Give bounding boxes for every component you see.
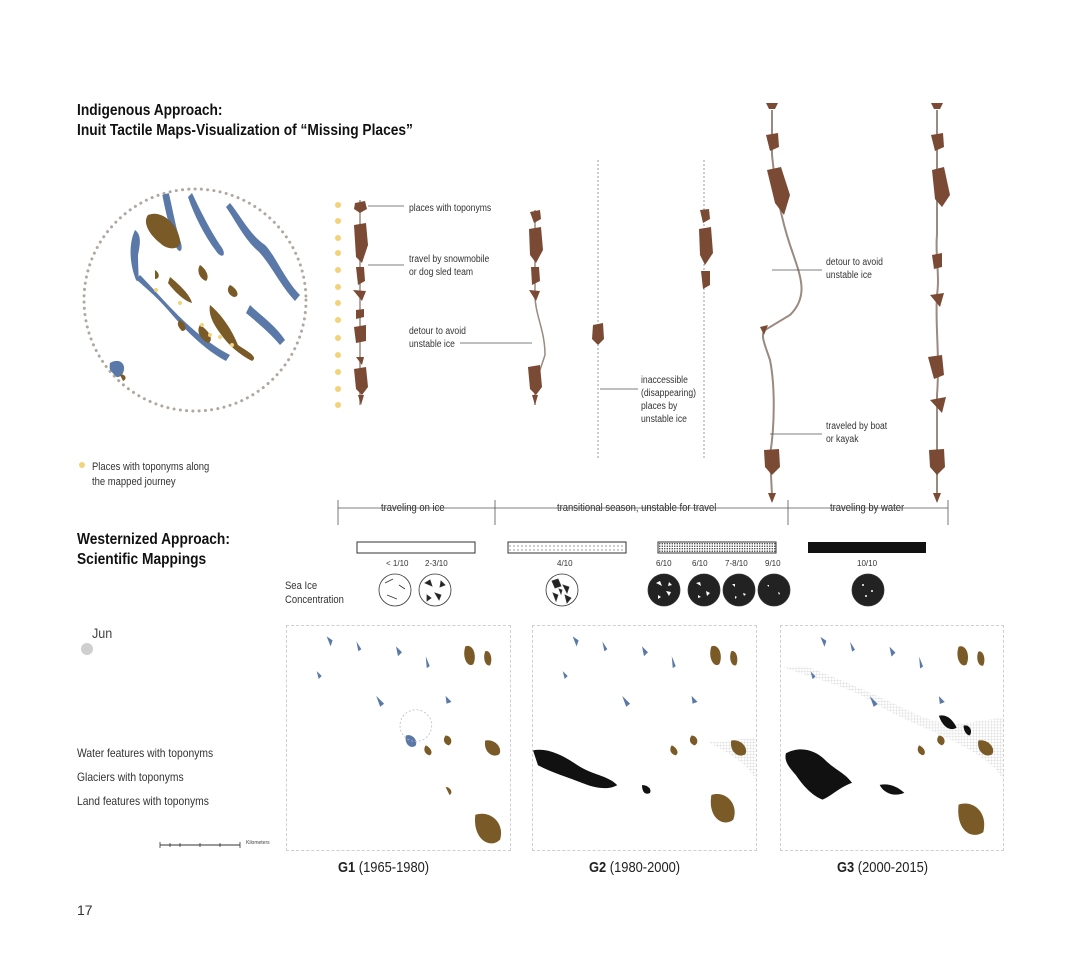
conc-label-2: 2-3/10 <box>425 559 448 568</box>
conc-label-5: 6/10 <box>692 559 708 568</box>
legend-water-features: Water features with toponyms <box>77 746 214 760</box>
route-3-place <box>592 323 604 345</box>
period-g3: G3 (2000-2015) <box>837 859 928 876</box>
month-dot-icon <box>81 643 93 655</box>
leader-lines <box>368 205 822 435</box>
annotation-boat: traveled by boat or kayak <box>826 421 888 445</box>
annotation-detour-1: detour to avoid unstable ice <box>409 326 466 350</box>
annotation-detour-2: detour to avoid unstable ice <box>826 257 883 281</box>
annotation-travel: travel by snowmobile or dog sled team <box>409 254 490 278</box>
annotation-places: places with toponyms <box>409 203 492 214</box>
conc-label-8: 10/10 <box>857 559 878 568</box>
period-g2-code: G2 <box>589 859 607 876</box>
map-g1 <box>286 625 511 851</box>
toponym-dot-legend: Places with toponyms along the mapped jo… <box>92 461 210 488</box>
period-g2-range: (1980-2000) <box>609 859 681 876</box>
route-1 <box>353 200 368 405</box>
route-4 <box>699 209 713 289</box>
period-g2: G2 (1980-2000) <box>589 859 680 876</box>
map-g3 <box>780 625 1004 851</box>
scale-bar <box>159 842 241 848</box>
conc-label-3: 4/10 <box>557 559 573 568</box>
period-g1-range: (1965-1980) <box>358 859 430 876</box>
season-on-ice: traveling on ice <box>381 502 445 514</box>
conc-label-1: < 1/10 <box>386 559 409 568</box>
indigenous-title-line2: Inuit Tactile Maps-Visualization of “Mis… <box>77 122 413 139</box>
period-g1: G1 (1965-1980) <box>338 859 429 876</box>
sea-ice-label: Sea Ice Concentration <box>285 580 344 606</box>
page-number: 17 <box>77 902 93 918</box>
conc-label-4: 6/10 <box>656 559 672 568</box>
month-label: Jun <box>92 625 113 641</box>
indigenous-title-line1: Indigenous Approach: <box>77 102 223 119</box>
circular-inset-map <box>82 187 308 413</box>
route-2 <box>528 210 546 405</box>
season-axis <box>337 500 949 525</box>
season-transitional: transitional season, unstable for travel <box>557 502 717 514</box>
tactile-route-diagram <box>335 103 950 525</box>
western-title-line2: Scientific Mappings <box>77 551 207 568</box>
annotation-inaccessible: inaccessible (disappearing) places by un… <box>641 375 696 425</box>
conc-label-6: 7-8/10 <box>725 559 748 568</box>
period-g1-code: G1 <box>338 859 356 876</box>
concentration-circles <box>378 573 885 607</box>
season-by-water: traveling by water <box>830 502 905 514</box>
conc-label-7: 9/10 <box>765 559 781 568</box>
scale-unit: Kilometers <box>246 840 270 846</box>
concentration-bars <box>356 541 926 554</box>
period-g3-code: G3 <box>837 859 855 876</box>
legend-glaciers: Glaciers with toponyms <box>77 770 184 784</box>
route-6 <box>928 103 950 503</box>
western-title-line1: Westernized Approach: <box>77 531 230 548</box>
toponym-dots-column <box>335 202 341 408</box>
period-g3-range: (2000-2015) <box>857 859 929 876</box>
route-5 <box>760 103 803 503</box>
toponym-dot-icon <box>79 462 85 468</box>
legend-land-features: Land features with toponyms <box>77 794 209 808</box>
map-g2 <box>532 625 757 851</box>
